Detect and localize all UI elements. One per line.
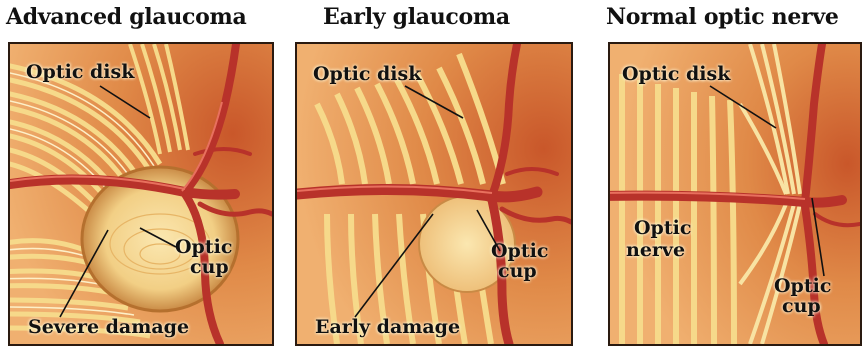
panel-normal-optic-nerve: Normal optic nerve <box>598 0 863 349</box>
panel-early-glaucoma: Early glaucoma <box>295 0 580 349</box>
leader-lines <box>295 0 580 349</box>
leader-lines <box>598 0 863 349</box>
panel-advanced-glaucoma: Advanced glaucoma <box>0 0 285 349</box>
leader-lines <box>0 0 285 349</box>
